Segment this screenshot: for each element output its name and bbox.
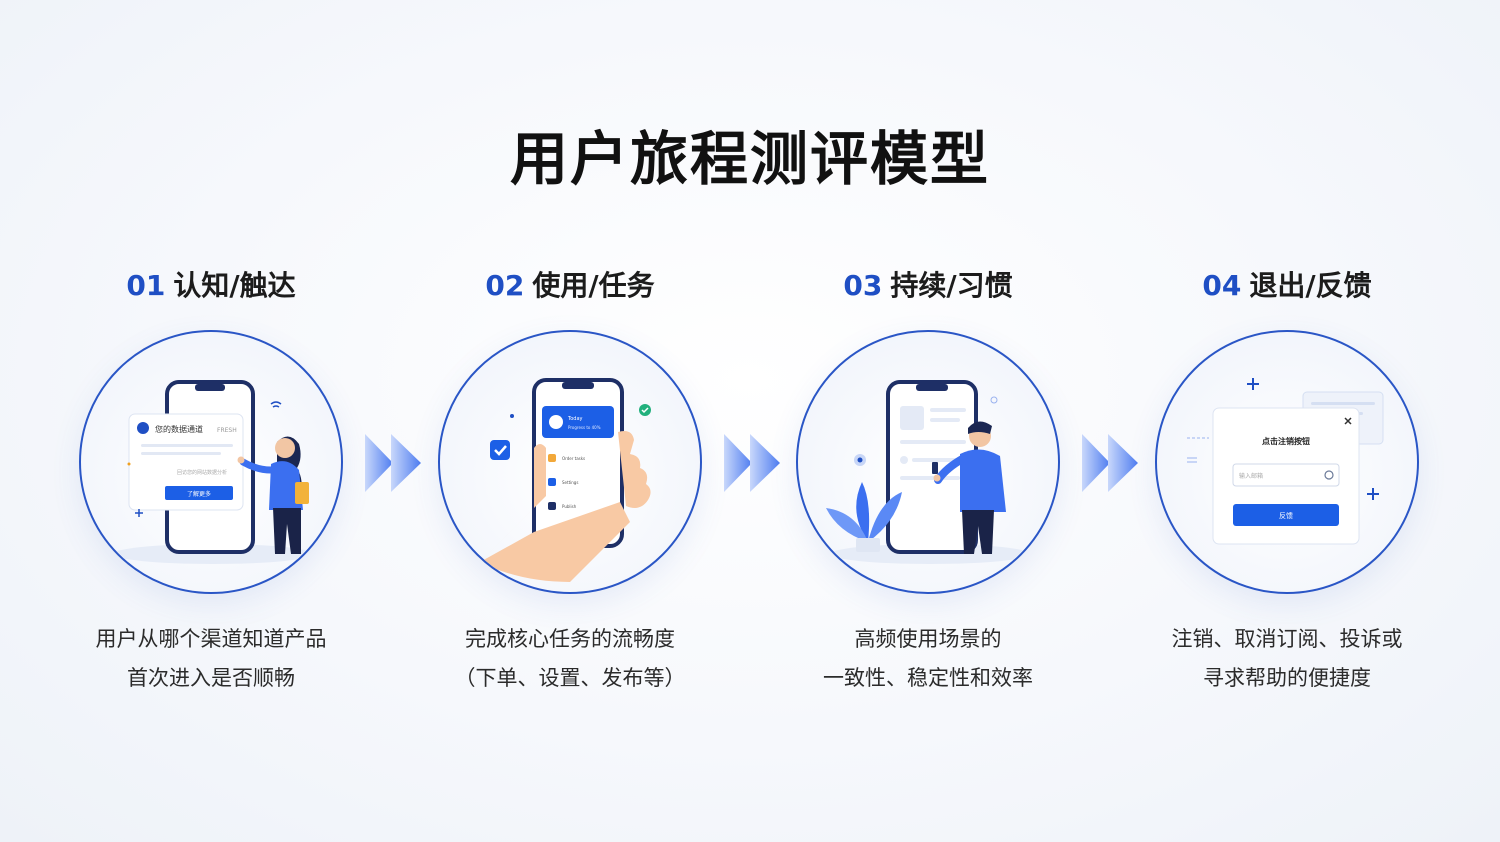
stage-number: 03 bbox=[843, 269, 883, 302]
awareness-illustration: 您的数据通道 FRESH 回访您的网站数据分析 了解更多 bbox=[113, 380, 313, 564]
stage-name: 认知/触达 bbox=[173, 269, 296, 302]
stage-description: 高频使用场景的 一致性、稳定性和效率 bbox=[748, 620, 1108, 698]
description-line: 完成核心任务的流畅度 bbox=[465, 627, 675, 651]
list-item: Order tasks bbox=[562, 456, 585, 461]
description-line: 高频使用场景的 bbox=[854, 627, 1002, 651]
exit-illustration: 点击注销按钮 输入邮箱 反馈 bbox=[1187, 378, 1384, 545]
double-chevron-arrow-icon bbox=[722, 430, 782, 496]
stage-number: 02 bbox=[485, 269, 525, 302]
stage-illustration-circle bbox=[796, 330, 1060, 594]
card-sub: Progress to 40% bbox=[568, 425, 601, 430]
card-line: 回访您的网站数据分析 bbox=[177, 469, 227, 476]
description-line: 首次进入是否顺畅 bbox=[127, 666, 295, 690]
card-title: Today bbox=[567, 416, 583, 422]
stage-number: 01 bbox=[126, 269, 166, 302]
description-line: （下单、设置、发布等） bbox=[454, 666, 686, 690]
stage-description: 用户从哪个渠道知道产品 首次进入是否顺畅 bbox=[31, 620, 391, 698]
stage-name: 使用/任务 bbox=[532, 269, 655, 302]
usage-illustration: Today Progress to 40% Order tasks Settin… bbox=[480, 378, 651, 582]
stage-illustration-circle: Today Progress to 40% Order tasks Settin… bbox=[438, 330, 702, 594]
input-placeholder: 输入邮箱 bbox=[1239, 472, 1263, 480]
card-tag: FRESH bbox=[217, 427, 237, 434]
double-chevron-arrow-icon bbox=[1080, 430, 1140, 496]
card-button: 了解更多 bbox=[187, 490, 211, 498]
description-line: 寻求帮助的便捷度 bbox=[1203, 666, 1371, 690]
double-chevron-arrow-icon bbox=[363, 430, 423, 496]
habit-illustration bbox=[826, 380, 1030, 564]
stage-description: 完成核心任务的流畅度 （下单、设置、发布等） bbox=[390, 620, 750, 698]
feedback-button: 反馈 bbox=[1279, 511, 1293, 520]
stage-description: 注销、取消订阅、投诉或 寻求帮助的便捷度 bbox=[1107, 620, 1467, 698]
stage-illustration-circle: 您的数据通道 FRESH 回访您的网站数据分析 了解更多 bbox=[79, 330, 343, 594]
page-title: 用户旅程测评模型 bbox=[509, 125, 990, 193]
stage-name: 退出/反馈 bbox=[1249, 269, 1372, 302]
list-item: Settings bbox=[562, 480, 578, 485]
dialog-title: 点击注销按钮 bbox=[1262, 436, 1310, 446]
description-line: 注销、取消订阅、投诉或 bbox=[1171, 627, 1403, 651]
stage-name: 持续/习惯 bbox=[890, 269, 1013, 302]
description-line: 一致性、稳定性和效率 bbox=[823, 666, 1033, 690]
list-item: Publish bbox=[562, 504, 577, 509]
description-line: 用户从哪个渠道知道产品 bbox=[95, 627, 327, 651]
card-title: 您的数据通道 bbox=[155, 424, 203, 434]
stage-number: 04 bbox=[1202, 269, 1242, 302]
stage-illustration-circle: 点击注销按钮 输入邮箱 反馈 bbox=[1155, 330, 1419, 594]
